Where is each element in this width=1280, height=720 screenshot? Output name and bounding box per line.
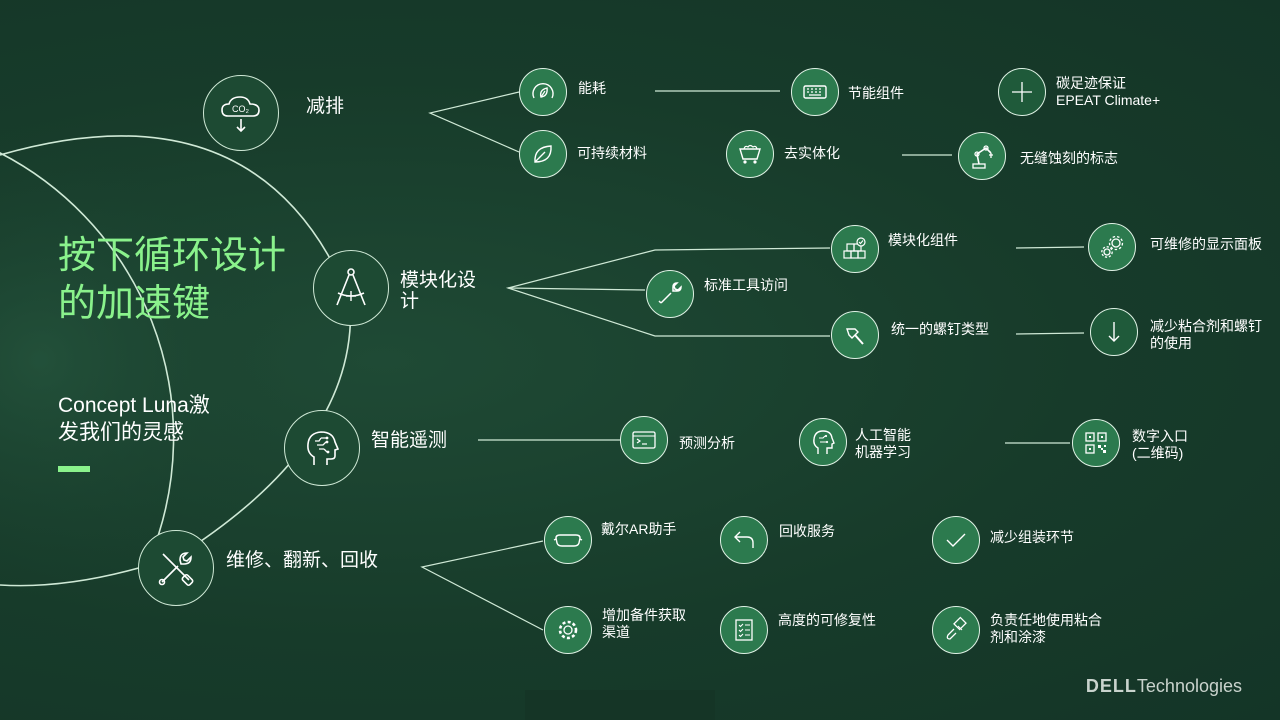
brain-head-icon — [284, 410, 360, 486]
item-less-glue-label: 减少粘合剂和螺钉 的使用 — [1150, 318, 1262, 351]
slide-title: 按下循环设计 的加速键 — [58, 232, 286, 328]
item-engraving-label: 无缝蚀刻的标志 — [1020, 150, 1118, 166]
paintbrush-icon — [932, 606, 980, 654]
slide-subtitle: Concept Luna激 发我们的灵感 — [58, 392, 210, 446]
tools-icon — [138, 530, 214, 606]
blocks-icon — [831, 225, 879, 273]
accent-bar — [58, 466, 90, 472]
item-ar-label: 戴尔AR助手 — [601, 521, 677, 537]
cart-icon — [726, 130, 774, 178]
screwdriver-icon — [831, 311, 879, 359]
item-spare-parts-label: 增加备件获取 渠道 — [602, 607, 686, 640]
item-display-label: 可维修的显示面板 — [1150, 236, 1262, 252]
item-carbon-label: 碳足迹保证 EPEAT Climate+ — [1056, 75, 1161, 108]
bottom-strip — [525, 690, 715, 720]
gear-icon — [544, 606, 592, 654]
robot-arm-icon — [958, 132, 1006, 180]
compass-icon — [313, 250, 389, 326]
title-line-2: 的加速键 — [58, 283, 211, 325]
item-repairability-label: 高度的可修复性 — [778, 612, 876, 628]
gears-icon — [1088, 223, 1136, 271]
qr-code-icon — [1072, 419, 1120, 467]
arrow-down-icon — [1090, 308, 1138, 356]
subtitle-line-2: 发我们的灵感 — [58, 421, 184, 444]
wrench-icon — [646, 270, 694, 318]
leaf-icon — [519, 130, 567, 178]
svg-text:CO₂: CO₂ — [232, 104, 250, 114]
keyboard-icon — [791, 68, 839, 116]
item-ai-ml-label: 人工智能 机器学习 — [855, 427, 911, 460]
item-energy-label: 能耗 — [578, 80, 606, 96]
item-dematerialize-label: 去实体化 — [784, 145, 840, 161]
item-std-tools-label: 标准工具访问 — [704, 277, 788, 293]
checklist-icon — [720, 606, 768, 654]
item-sustainable-label: 可持续材料 — [577, 145, 647, 161]
category-repair-label: 维修、翻新、回收 — [226, 550, 379, 571]
gauge-leaf-icon — [519, 68, 567, 116]
plus-icon — [998, 68, 1046, 116]
check-icon — [932, 516, 980, 564]
item-energy-parts-label: 节能组件 — [848, 85, 904, 101]
ai-head-icon — [799, 418, 847, 466]
terminal-icon — [620, 416, 668, 464]
category-emissions-label: 减排 — [306, 96, 345, 117]
category-modular-label: 模块化设 计 — [400, 270, 477, 312]
item-screws-label: 统一的螺钉类型 — [891, 321, 989, 337]
item-responsible-label: 负责任地使用粘合 剂和涂漆 — [990, 612, 1102, 645]
item-digital-label: 数字入口 (二维码) — [1132, 428, 1188, 461]
category-telemetry-label: 智能遥测 — [371, 430, 448, 451]
ar-glasses-icon — [544, 516, 592, 564]
item-predictive-label: 预测分析 — [679, 435, 735, 451]
return-arrow-icon — [720, 516, 768, 564]
item-recycle-service-label: 回收服务 — [779, 523, 835, 539]
title-line-1: 按下循环设计 — [58, 235, 287, 277]
item-less-assembly-label: 减少组装环节 — [990, 529, 1074, 545]
item-modular-parts-label: 模块化组件 — [888, 232, 958, 248]
subtitle-line-1: Concept Luna激 — [58, 394, 210, 417]
dell-technologies-logo: DELLTechnologies — [1085, 676, 1242, 696]
co2-cloud-icon: CO₂ — [203, 75, 279, 151]
